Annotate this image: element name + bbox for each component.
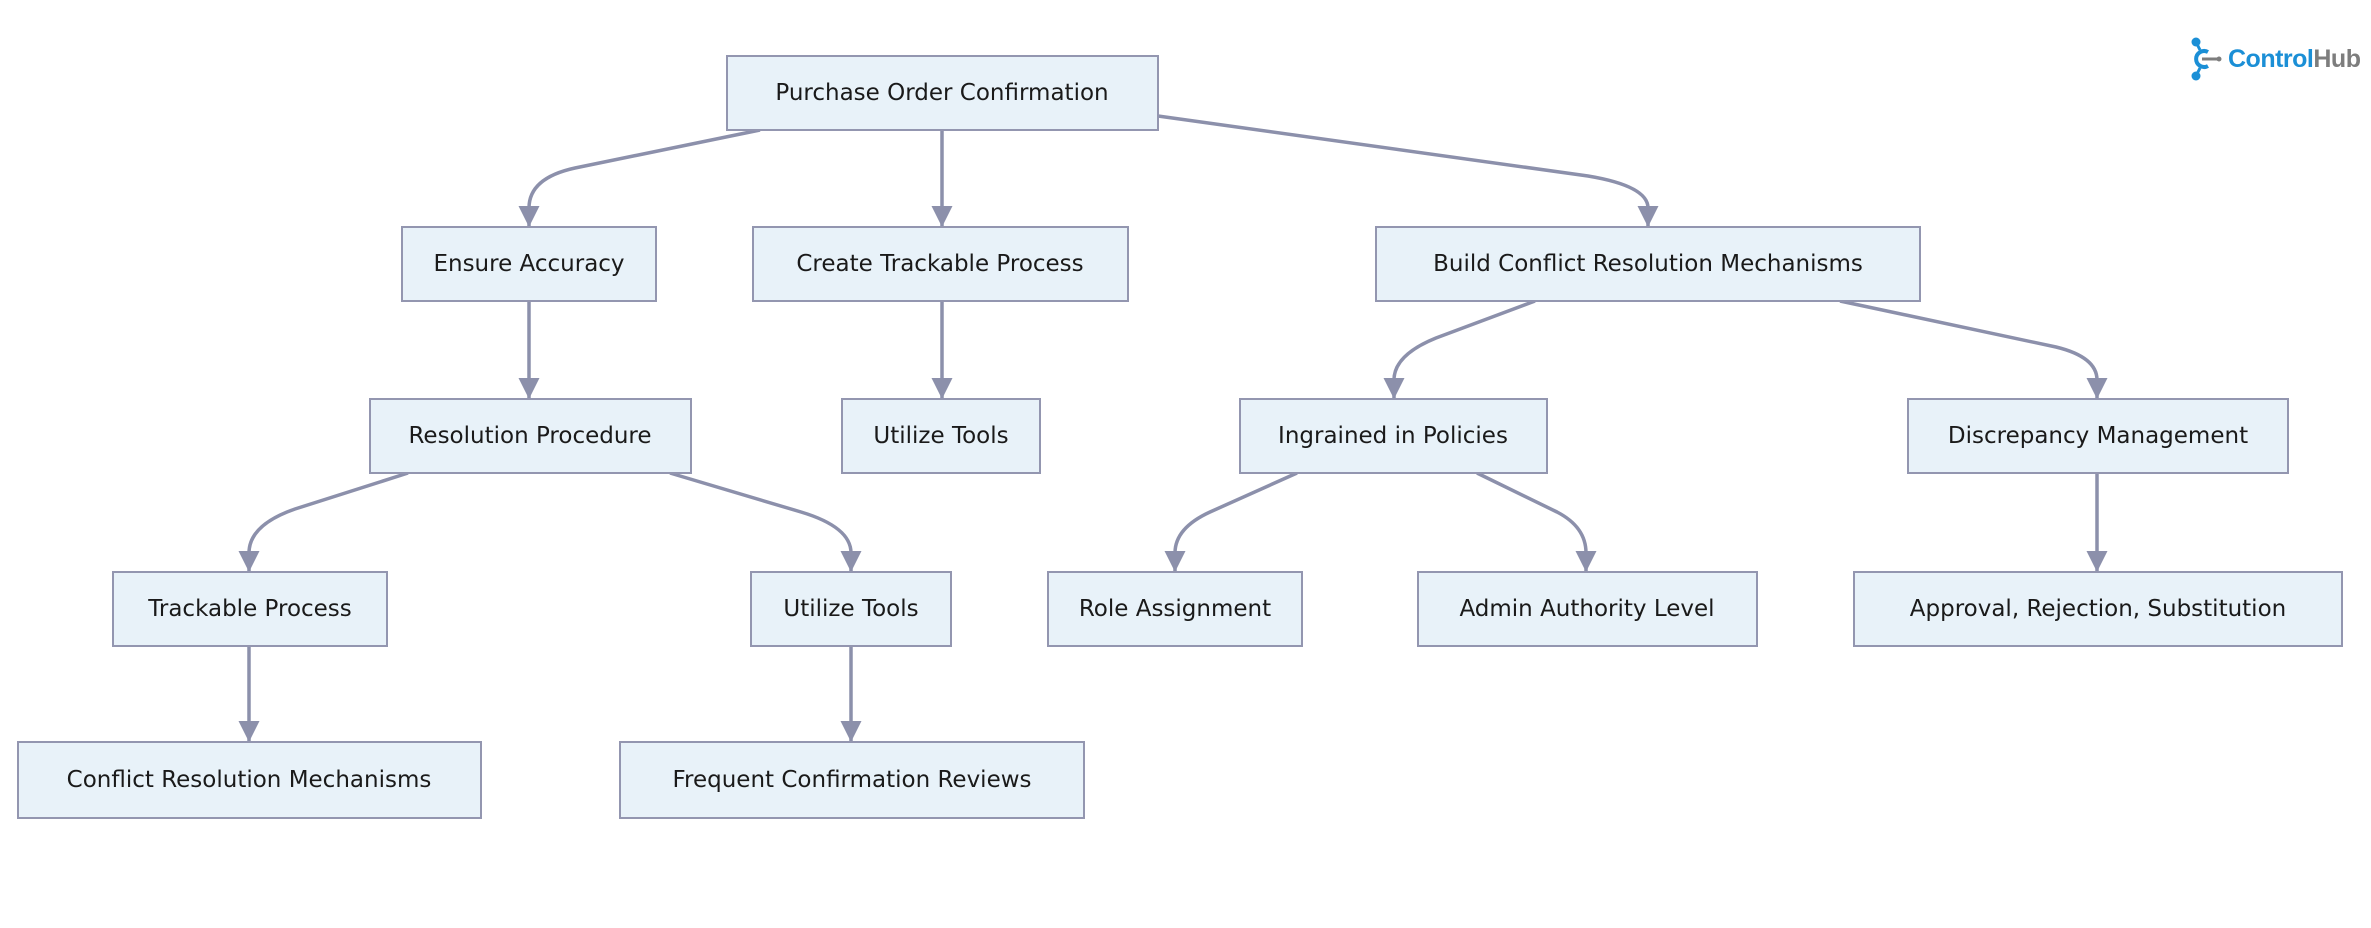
node-build-conflict[interactable]: Build Conflict Resolution Mechanisms [1375,226,1921,302]
node-label: Approval, Rejection, Substitution [1910,596,2286,622]
node-approval[interactable]: Approval, Rejection, Substitution [1853,571,2343,647]
node-label: Admin Authority Level [1459,596,1714,622]
node-admin-authority[interactable]: Admin Authority Level [1417,571,1758,647]
node-label: Conflict Resolution Mechanisms [67,767,432,793]
edge-root-build-conflict [1157,114,1659,227]
node-label: Create Trackable Process [796,251,1083,277]
node-discrepancy-management[interactable]: Discrepancy Management [1907,398,2289,474]
logo-hub-icon [2191,37,2222,81]
edge-root-ensure-accuracy [518,128,761,227]
node-label: Purchase Order Confirmation [775,80,1108,106]
node-frequent-reviews[interactable]: Frequent Confirmation Reviews [619,741,1085,819]
node-trackable-process[interactable]: Trackable Process [112,571,388,647]
node-resolution-procedure[interactable]: Resolution Procedure [369,398,692,474]
edge-ingrained-admin [1476,471,1597,572]
node-label: Discrepancy Management [1948,423,2248,449]
node-label: Ensure Accuracy [433,251,624,277]
node-utilize-tools-a[interactable]: Utilize Tools [841,398,1041,474]
node-role-assignment[interactable]: Role Assignment [1047,571,1303,647]
node-ingrained-policies[interactable]: Ingrained in Policies [1239,398,1548,474]
node-utilize-tools-b[interactable]: Utilize Tools [750,571,952,647]
node-label: Build Conflict Resolution Mechanisms [1433,251,1863,277]
node-create-trackable[interactable]: Create Trackable Process [752,226,1129,302]
edges [238,114,2108,742]
node-label: Ingrained in Policies [1278,423,1508,449]
node-conflict-mechanisms[interactable]: Conflict Resolution Mechanisms [17,741,482,819]
edge-resolution-trackable [238,471,409,572]
node-label: Role Assignment [1079,596,1271,622]
logo-text-hub: Hub [2313,44,2361,73]
edge-ingrained-role [1164,471,1298,572]
node-label: Utilize Tools [873,423,1008,449]
node-label: Trackable Process [147,596,352,622]
edge-build-ingrained [1383,299,1536,399]
node-root[interactable]: Purchase Order Confirmation [726,55,1159,131]
node-label: Utilize Tools [783,596,918,622]
logo-text-control: Control [2228,44,2314,73]
node-ensure-accuracy[interactable]: Ensure Accuracy [401,226,657,302]
edge-resolution-utilize [669,471,862,572]
node-label: Frequent Confirmation Reviews [672,767,1031,793]
edge-build-discrepancy [1839,299,2108,399]
node-label: Resolution Procedure [408,423,651,449]
controlhub-logo: ControlHub [2188,36,2361,82]
